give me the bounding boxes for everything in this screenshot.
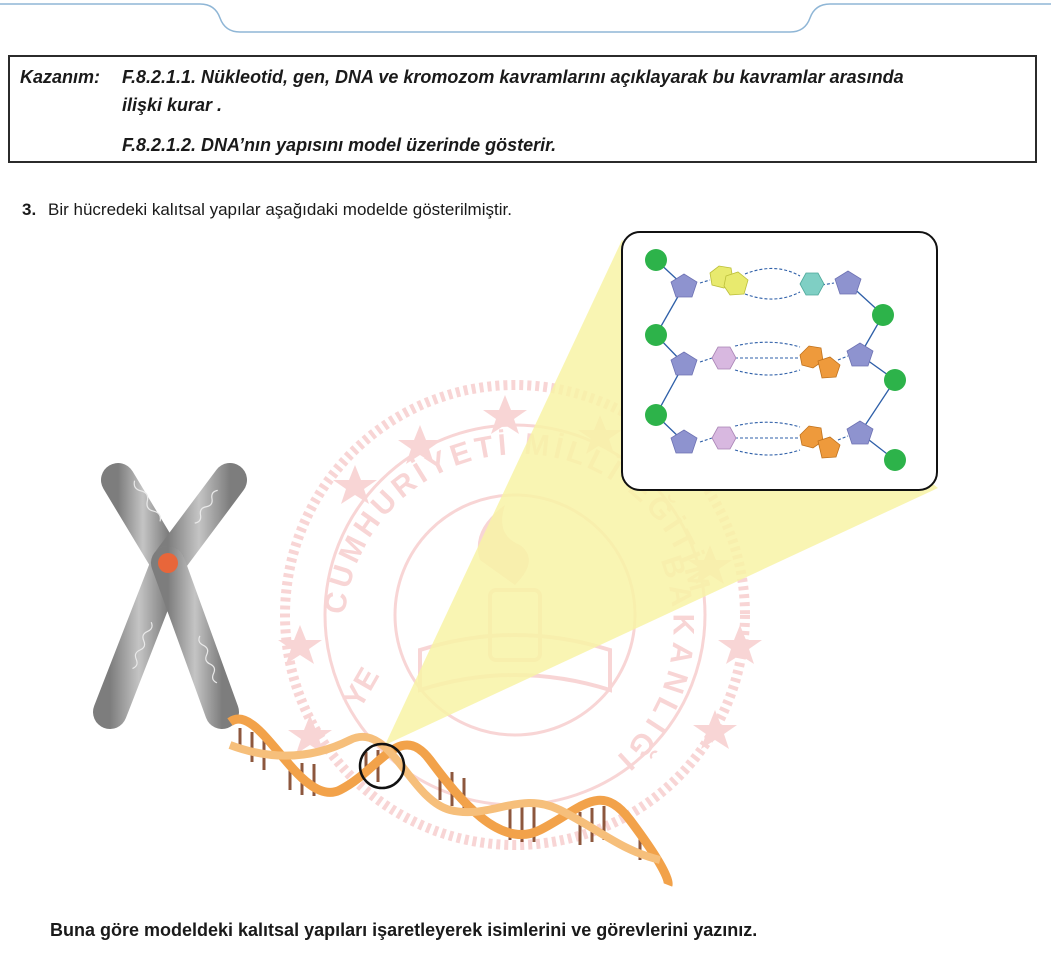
question-text: Bir hücredeki kalıtsal yapılar aşağıdaki… [48,200,512,219]
question-number: 3. [22,200,37,219]
instruction-text: Buna göre modeldeki kalıtsal yapıları iş… [50,920,758,940]
heredity-model-figure: CUMHURİYETİ MİLLÎ EĞİTİM BAKANLIĞI YE [93,231,938,887]
watermark-text-left: YE [337,662,386,713]
outcome-label: Kazanım: [20,67,101,87]
page-header-tab [0,3,1051,33]
magnifier-circle [358,742,406,790]
learning-outcome-box: Kazanım: F.8.2.1.1. Nükleotid, gen, DNA … [8,55,1037,163]
zoom-cone [385,240,938,745]
outcome-item-1-continued: ilişki kurar . [122,95,223,115]
chromosome [93,463,247,729]
dna-helix [227,714,673,887]
outcome-item-2: F.8.2.1.2. DNA’nın yapısını model üzerin… [122,135,557,155]
outcome-item-1: F.8.2.1.1. Nükleotid, gen, DNA ve kromoz… [122,67,904,87]
nucleotide-zoom-box [621,231,938,491]
centromere [158,553,178,573]
